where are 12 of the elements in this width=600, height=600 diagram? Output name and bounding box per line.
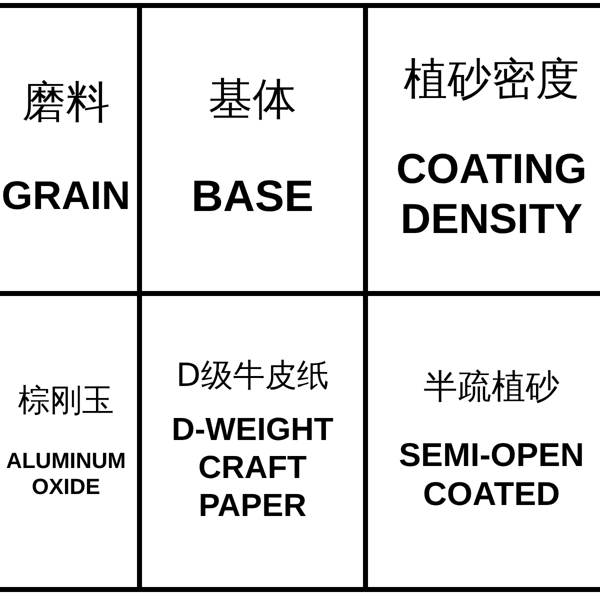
english-label: COATING DENSITY [395, 144, 588, 244]
chinese-label: 基体 [208, 76, 296, 125]
chinese-label: 半疏植砂 [424, 368, 560, 406]
english-label: BASE [191, 170, 314, 223]
english-label: GRAIN [2, 173, 130, 220]
chinese-label: 磨料 [22, 78, 110, 128]
english-label: D-WEIGHT CRAFT PAPER [170, 411, 334, 525]
chinese-label: D级牛皮纸 [176, 358, 329, 394]
english-label: SEMI-OPEN COATED [398, 436, 586, 514]
chinese-label: 棕刚玉 [18, 382, 114, 418]
chinese-label: 植砂密度 [404, 56, 580, 104]
english-label: ALUMINUM OXIDE [5, 448, 127, 500]
